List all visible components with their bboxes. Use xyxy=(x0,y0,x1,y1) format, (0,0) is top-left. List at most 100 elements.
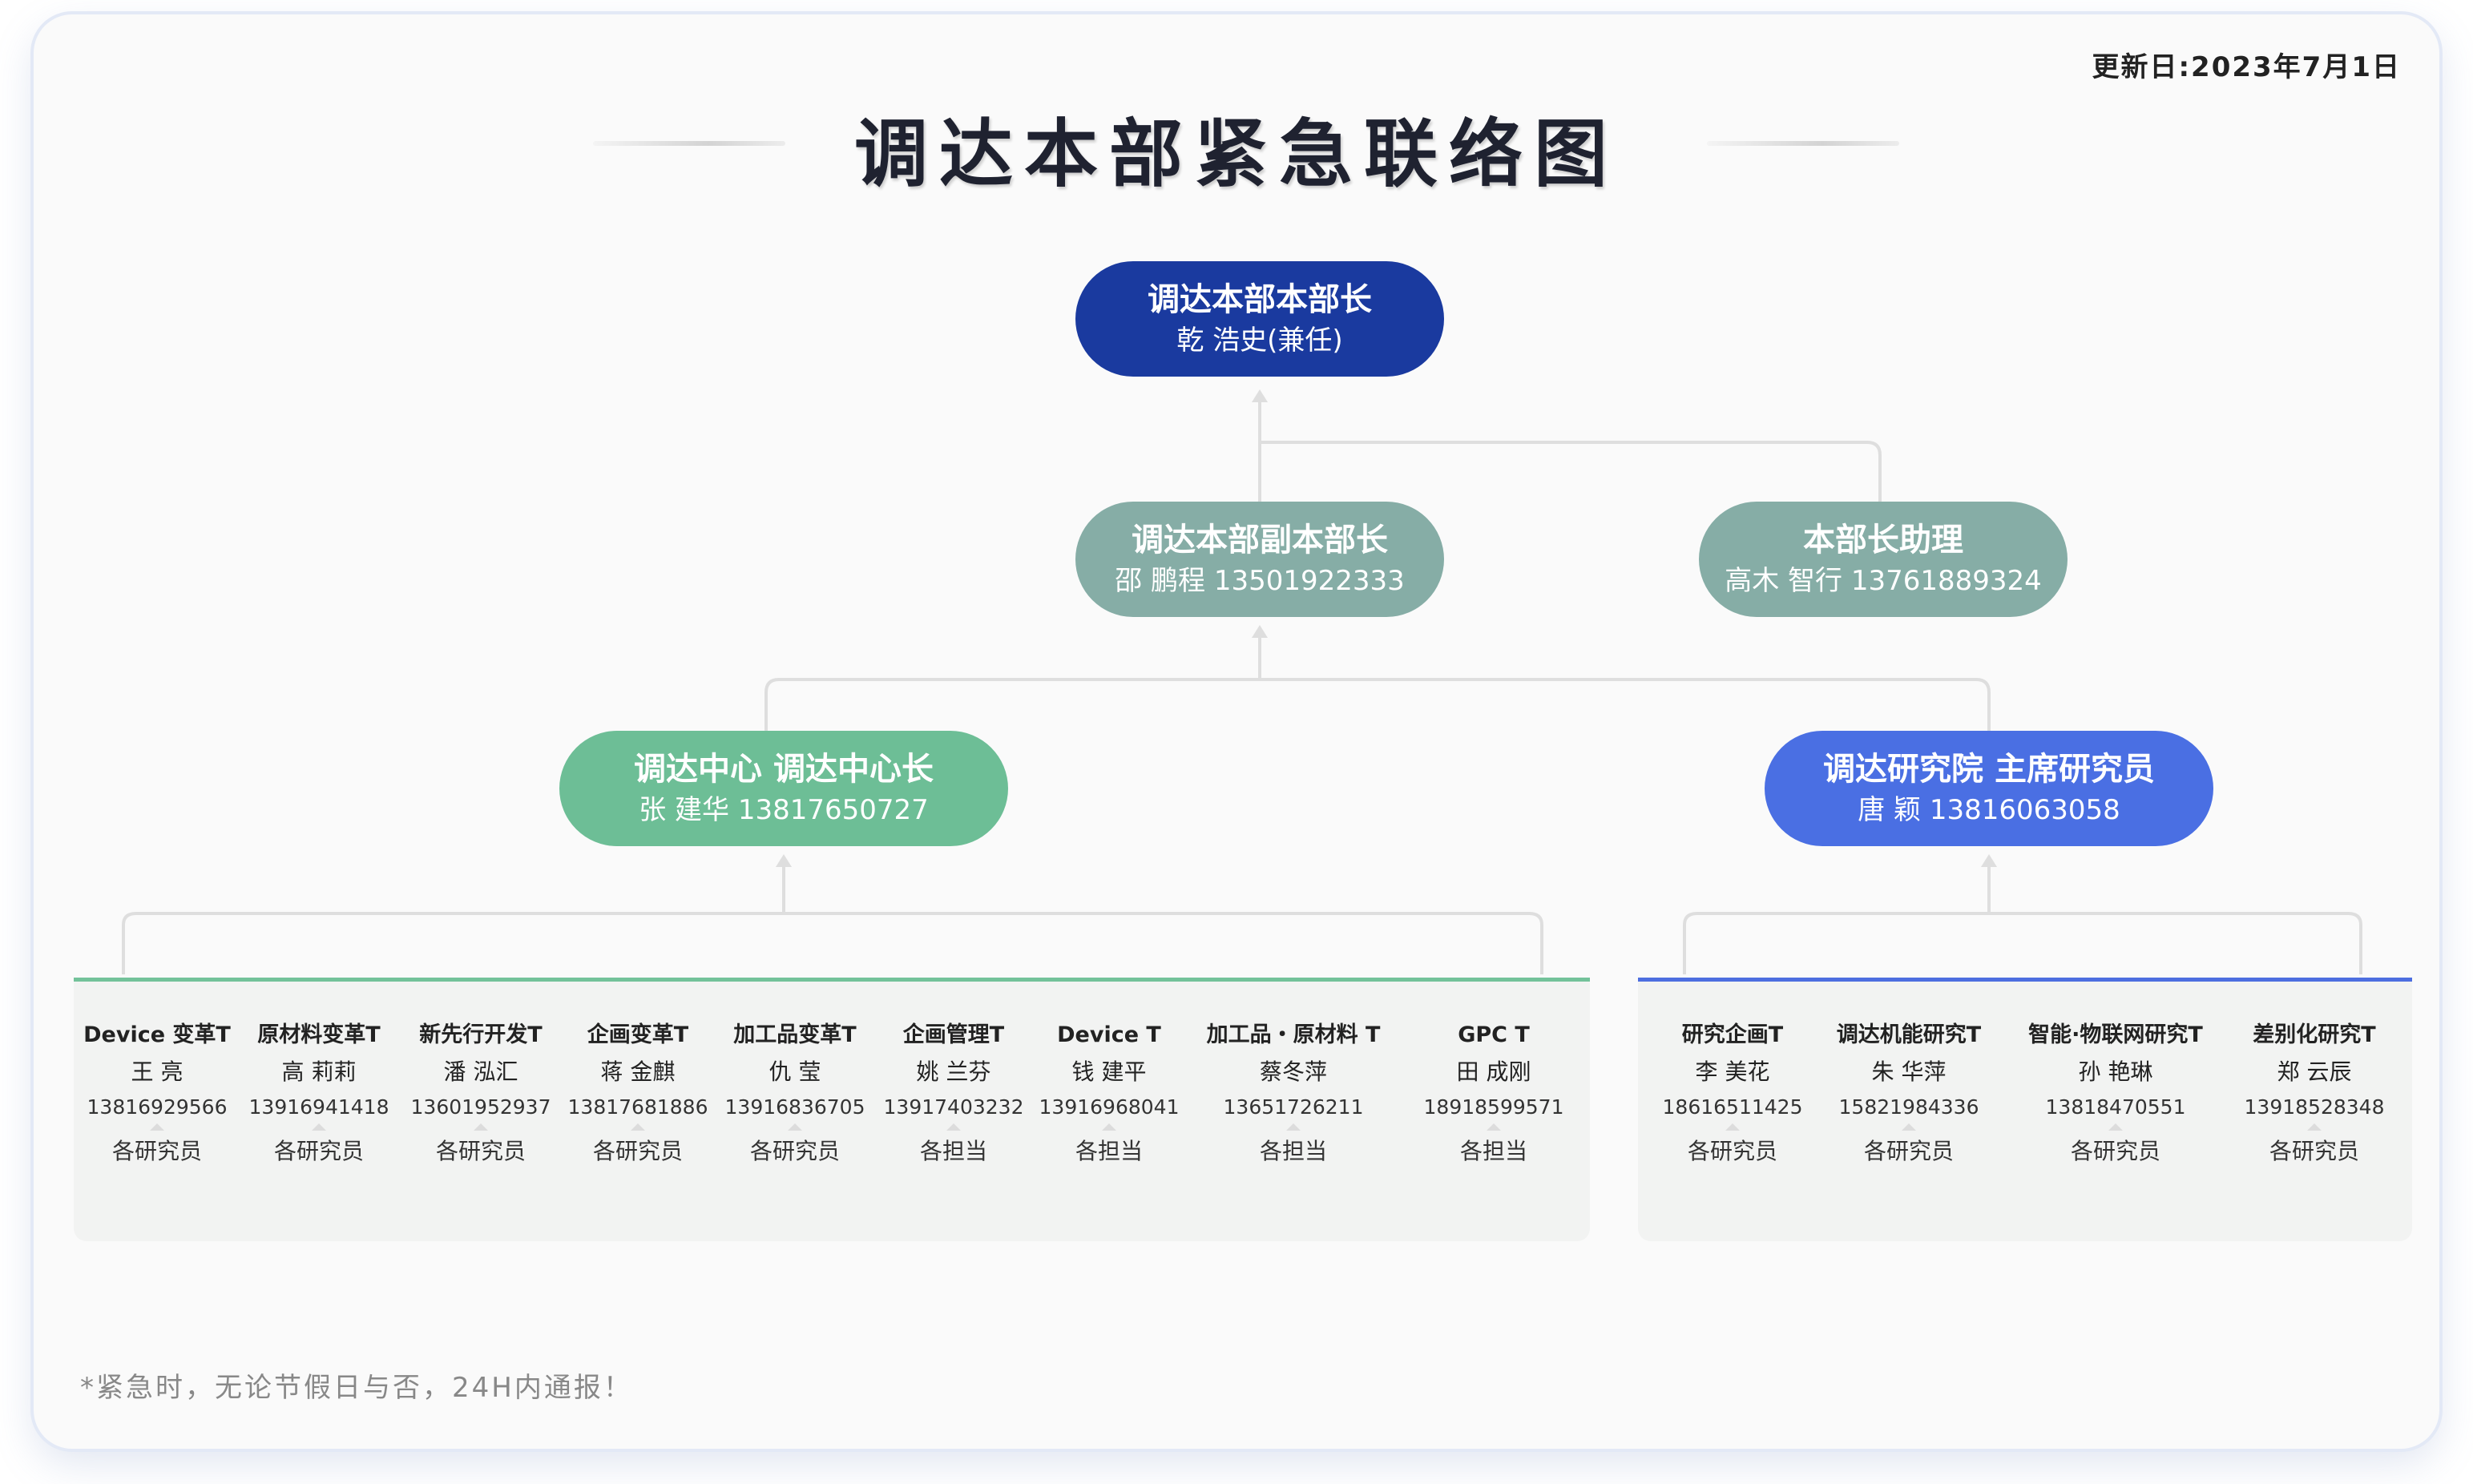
team-leader: 郑 云辰 xyxy=(2277,1059,2352,1085)
deputy-person: 邵 鹏程 13501922333 xyxy=(1115,565,1405,597)
arrow-up-icon xyxy=(474,1123,488,1131)
team-phone: 13917403232 xyxy=(883,1095,1024,1119)
center-team: GPC T 田 成刚 18918599571 各担当 xyxy=(1415,1018,1572,1172)
node-center: 调达中心 调达中心长 张 建华 13817650727 xyxy=(559,731,1008,846)
team-leader: 仇 莹 xyxy=(769,1059,821,1085)
assistant-role: 本部长助理 xyxy=(1803,522,1963,559)
team-leader: 蔡冬萍 xyxy=(1259,1059,1327,1085)
team-leader: 王 亮 xyxy=(131,1059,184,1085)
team-leader: 朱 华萍 xyxy=(1871,1059,1947,1085)
team-name: 企画变革T xyxy=(587,1022,689,1047)
team-name: 原材料变革T xyxy=(257,1022,381,1047)
chief-person: 乾 浩史(兼任) xyxy=(1176,325,1343,357)
institute-teams-panel xyxy=(1638,978,2412,1241)
team-members: 各研究员 xyxy=(111,1138,202,1164)
title-divider-left xyxy=(593,141,785,146)
team-leader: 姚 兰芬 xyxy=(916,1059,991,1085)
center-team: 原材料变革T 高 莉莉 13916941418 各研究员 xyxy=(240,1018,397,1172)
team-phone: 13918528348 xyxy=(2244,1095,2385,1119)
title-divider-right xyxy=(1707,141,1899,146)
team-members: 各研究员 xyxy=(1863,1138,1954,1164)
institute-team: 调达机能研究T 朱 华萍 15821984336 各研究员 xyxy=(1821,1018,1997,1172)
team-phone: 13601952937 xyxy=(410,1095,551,1119)
team-members: 各担当 xyxy=(1459,1138,1527,1164)
assistant-person: 高木 智行 13761889324 xyxy=(1725,565,2042,597)
arrow-up-icon xyxy=(788,1123,802,1131)
team-leader: 田 成刚 xyxy=(1456,1059,1531,1085)
team-members: 各研究员 xyxy=(2269,1138,2359,1164)
team-phone: 13651726211 xyxy=(1223,1095,1364,1119)
team-name: 差别化研究T xyxy=(2253,1022,2376,1047)
team-leader: 蒋 金麒 xyxy=(600,1059,676,1085)
arrow-up-icon xyxy=(1487,1123,1501,1131)
team-name: 智能·物联网研究T xyxy=(2028,1022,2203,1047)
team-members: 各研究员 xyxy=(435,1138,526,1164)
institute-role: 调达研究院 主席研究员 xyxy=(1823,751,2155,788)
arrow-up-icon xyxy=(150,1123,164,1131)
institute-person: 唐 颖 13816063058 xyxy=(1858,794,2120,826)
arrow-up-icon xyxy=(2108,1123,2123,1131)
team-phone: 13818470551 xyxy=(2045,1095,2186,1119)
team-members: 各担当 xyxy=(1259,1138,1327,1164)
center-role: 调达中心 调达中心长 xyxy=(634,751,934,788)
team-name: 企画管理T xyxy=(902,1022,1005,1047)
team-leader: 李 美花 xyxy=(1695,1059,1770,1085)
institute-team: 研究企画T 李 美花 18616511425 各研究员 xyxy=(1654,1018,1811,1172)
team-members: 各担当 xyxy=(1075,1138,1143,1164)
center-team: Device T 钱 建平 13916968041 各担当 xyxy=(1031,1018,1188,1172)
team-name: 调达机能研究T xyxy=(1836,1022,1982,1047)
center-team: Device 变革T 王 亮 13816929566 各研究员 xyxy=(79,1018,236,1172)
node-assistant: 本部长助理 高木 智行 13761889324 xyxy=(1699,502,2068,617)
update-date: 更新日:2023年7月1日 xyxy=(2092,51,2401,83)
team-leader: 潘 泓汇 xyxy=(443,1059,518,1085)
institute-team: 智能·物联网研究T 孙 艳琳 13818470551 各研究员 xyxy=(2011,1018,2220,1172)
arrow-up-icon xyxy=(1102,1123,1116,1131)
arrow-up-icon xyxy=(946,1123,961,1131)
team-members: 各研究员 xyxy=(749,1138,840,1164)
team-phone: 13916836705 xyxy=(724,1095,865,1119)
team-phone: 13816929566 xyxy=(87,1095,228,1119)
deputy-role: 调达本部副本部长 xyxy=(1132,522,1388,559)
team-members: 各研究员 xyxy=(592,1138,683,1164)
center-team: 企画变革T 蒋 金麒 13817681886 各研究员 xyxy=(559,1018,716,1172)
team-phone: 13817681886 xyxy=(567,1095,708,1119)
team-phone: 13916968041 xyxy=(1039,1095,1180,1119)
node-institute: 调达研究院 主席研究员 唐 颖 13816063058 xyxy=(1765,731,2213,846)
team-phone: 15821984336 xyxy=(1838,1095,1979,1119)
center-team: 加工品变革T 仇 莹 13916836705 各研究员 xyxy=(716,1018,873,1172)
center-teams-panel xyxy=(74,978,1590,1241)
team-members: 各研究员 xyxy=(273,1138,364,1164)
node-deputy: 调达本部副本部长 邵 鹏程 13501922333 xyxy=(1075,502,1444,617)
team-phone: 13916941418 xyxy=(248,1095,389,1119)
team-name: Device T xyxy=(1057,1022,1161,1047)
arrow-up-icon xyxy=(631,1123,645,1131)
chief-role: 调达本部本部长 xyxy=(1148,281,1372,318)
arrow-up-icon xyxy=(1286,1123,1301,1131)
team-name: 新先行开发T xyxy=(419,1022,543,1047)
team-leader: 钱 建平 xyxy=(1071,1059,1147,1085)
arrow-up-icon xyxy=(1902,1123,1916,1131)
team-name: 加工品・原材料 T xyxy=(1206,1022,1381,1047)
team-leader: 孙 艳琳 xyxy=(2078,1059,2153,1085)
team-members: 各研究员 xyxy=(1687,1138,1777,1164)
arrow-up-icon xyxy=(312,1123,326,1131)
center-team: 加工品・原材料 T 蔡冬萍 13651726211 各担当 xyxy=(1189,1018,1398,1172)
team-members: 各担当 xyxy=(919,1138,987,1164)
page-title: 调达本部紧急联络图 xyxy=(853,111,1619,197)
footer-note: *紧急时，无论节假日与否，24H内通报！ xyxy=(80,1372,633,1404)
team-members: 各研究员 xyxy=(2070,1138,2160,1164)
center-team: 新先行开发T 潘 泓汇 13601952937 各研究员 xyxy=(402,1018,559,1172)
institute-team: 差别化研究T 郑 云辰 13918528348 各研究员 xyxy=(2233,1018,2396,1172)
team-phone: 18918599571 xyxy=(1423,1095,1564,1119)
team-name: GPC T xyxy=(1458,1022,1530,1047)
team-name: 研究企画T xyxy=(1681,1022,1784,1047)
center-team: 企画管理T 姚 兰芬 13917403232 各担当 xyxy=(875,1018,1032,1172)
node-chief: 调达本部本部长 乾 浩史(兼任) xyxy=(1075,261,1444,377)
center-person: 张 建华 13817650727 xyxy=(639,794,929,826)
team-phone: 18616511425 xyxy=(1662,1095,1803,1119)
arrow-up-icon xyxy=(1725,1123,1740,1131)
team-name: 加工品变革T xyxy=(733,1022,857,1047)
arrow-up-icon xyxy=(2307,1123,2322,1131)
team-leader: 高 莉莉 xyxy=(281,1059,357,1085)
